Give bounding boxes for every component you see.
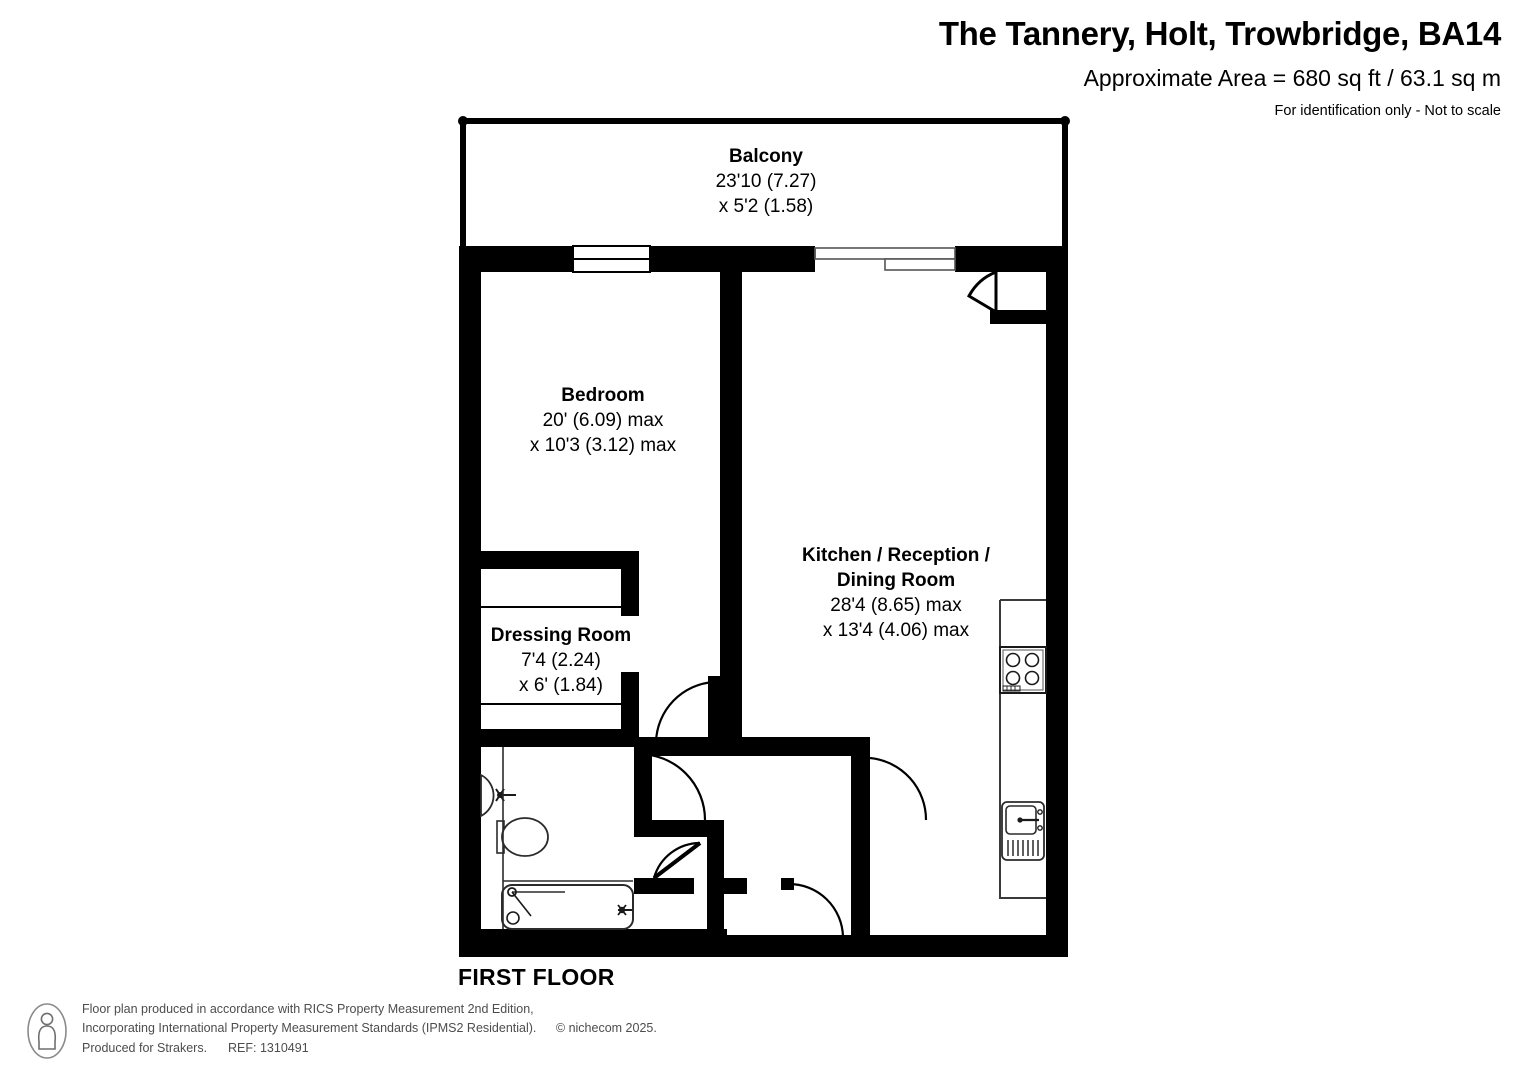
door-swing-kitchen-hall — [869, 756, 928, 821]
room-label-dressing-room: Dressing Room 7'4 (2.24) x 6' (1.84) — [467, 623, 655, 698]
disclaimer-text: For identification only - Not to scale — [1274, 102, 1501, 119]
footer: Floor plan produced in accordance with R… — [26, 1000, 926, 1065]
footer-reference: REF: 1310491 — [228, 1040, 309, 1055]
room-label-bedroom: Bedroom 20' (6.09) max x 10'3 (3.12) max — [491, 383, 715, 458]
room-dim2-balcony: x 5'2 (1.58) — [718, 196, 814, 218]
page-title: The Tannery, Holt, Trowbridge, BA14 — [938, 15, 1501, 52]
floor-plan-drawing: Balcony 23'10 (7.27) x 5'2 (1.58) Bedroo… — [458, 116, 1070, 990]
door-swing-bedroom — [654, 676, 721, 746]
door-swing-bathroom — [652, 841, 702, 880]
approximate-area: Approximate Area = 680 sq ft / 63.1 sq m — [1083, 65, 1501, 92]
room-dim1-bedroom: 20' (6.09) max — [542, 410, 664, 432]
room-label-balcony: Balcony 23'10 (7.27) x 5'2 (1.58) — [651, 144, 881, 219]
room-label-kitchen: Kitchen / Reception / Dining Room 28'4 (… — [781, 543, 1011, 643]
room-dim2-bedroom: x 10'3 (3.12) max — [529, 435, 677, 457]
footer-line-2: Incorporating International Property Mea… — [82, 1021, 537, 1036]
room-dim2-dressing: x 6' (1.84) — [519, 675, 603, 697]
toilet-icon — [496, 817, 549, 857]
hall-bathroom-walls — [481, 737, 870, 941]
sliding-patio-doors — [814, 247, 956, 271]
footer-copyright: © nichecom 2025. — [555, 1021, 657, 1036]
footer-text-block: Floor plan produced in accordance with R… — [82, 1000, 657, 1058]
room-dim1-balcony: 23'10 (7.27) — [715, 171, 817, 193]
kitchen-counter-run — [999, 599, 1046, 899]
room-dim1-dressing: 7'4 (2.24) — [521, 650, 601, 672]
sink-icon — [1001, 801, 1045, 861]
room-name-balcony: Balcony — [729, 146, 803, 167]
bathtub-icon — [501, 884, 634, 930]
person-in-ellipse-icon — [26, 1002, 68, 1065]
door-swing-dressing — [638, 752, 707, 821]
window-bedroom — [572, 245, 651, 273]
plan-header: The Tannery, Holt, Trowbridge, BA14 Appr… — [601, 15, 1501, 120]
room-name-kitchen-line2: Dining Room — [836, 570, 956, 592]
room-dim2-kitchen: x 13'4 (4.06) max — [822, 620, 970, 642]
floor-caption: FIRST FLOOR — [458, 964, 615, 990]
balcony-outline — [458, 116, 1070, 250]
room-name-bedroom: Bedroom — [561, 385, 645, 406]
room-dim1-kitchen: 28'4 (8.65) max — [830, 595, 962, 617]
entrance-door — [967, 269, 1046, 324]
door-swing-entry-hall — [781, 878, 845, 938]
bedroom-partition-wall — [720, 246, 742, 746]
room-name-dressing: Dressing Room — [490, 625, 632, 646]
wash-basin-icon — [480, 773, 516, 818]
bathroom-wall-thin-line — [502, 747, 633, 929]
footer-produced-for: Produced for Strakers. — [82, 1040, 208, 1055]
floor-plan-svg — [458, 116, 1070, 957]
dressing-room-walls — [481, 551, 639, 747]
footer-line-1: Floor plan produced in accordance with R… — [82, 1002, 534, 1016]
hob-icon — [999, 646, 1047, 694]
room-name-kitchen-line1: Kitchen / Reception / — [802, 545, 990, 566]
